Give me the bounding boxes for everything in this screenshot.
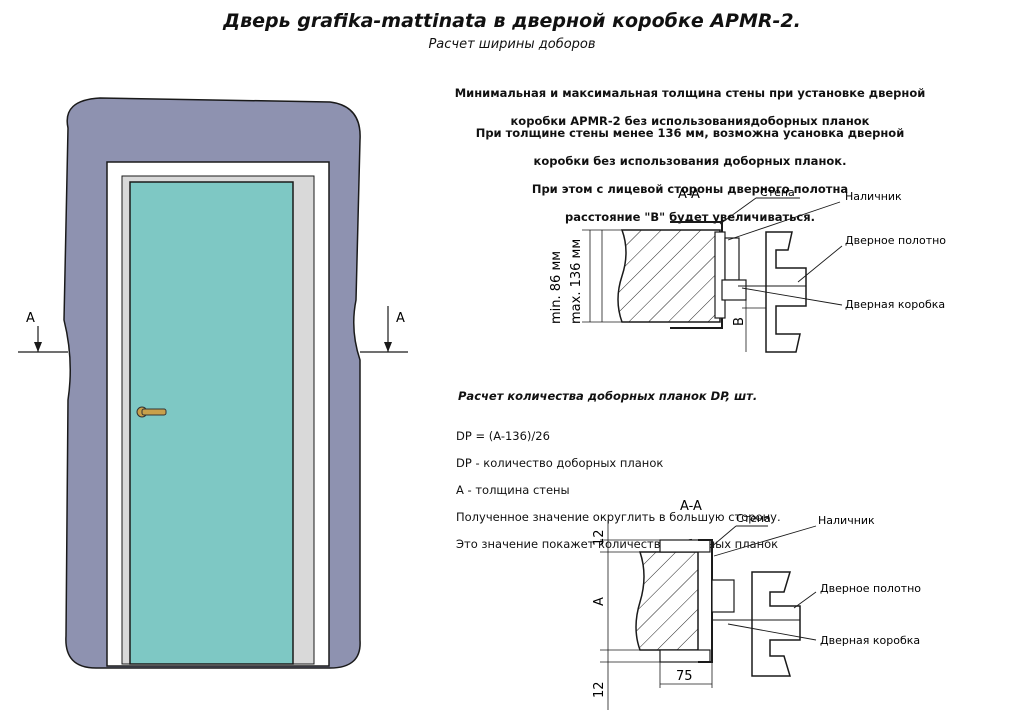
door-leaf-profile [751, 571, 801, 677]
label-trim: Наличник [845, 190, 902, 203]
section-marker-left: A [18, 311, 68, 353]
section-title: A-A [680, 499, 702, 514]
wall-hatched [635, 551, 699, 651]
dimension-12-bottom: 12 [592, 681, 607, 698]
section-marker-right: A [360, 306, 408, 353]
door-leaf [129, 181, 294, 665]
label-door-leaf: Дверное полотно [820, 582, 921, 595]
section-label: A [26, 311, 35, 326]
dimension-75: 75 [676, 669, 693, 684]
calc-title: Расчет количества доборных планок DP, шт… [458, 389, 758, 403]
door-handle-icon [136, 406, 167, 418]
note-line: При этом с лицевой стороны дверного поло… [531, 182, 849, 196]
section-title: A-A [678, 187, 700, 202]
door-leaf-profile [765, 231, 807, 353]
dimension-min: min. 86 мм [549, 251, 564, 324]
dimension-max: max. 136 мм [569, 239, 584, 324]
label-door-frame: Дверная коробка [845, 298, 945, 311]
thin-wall-note: При толщине стены менее 136 мм, возможна… [420, 112, 960, 238]
note-line: При толщине стены менее 136 мм, возможна… [475, 126, 905, 140]
wall-thickness-note: Минимальная и максимальная толщина стены… [420, 72, 960, 142]
label-wall: Стена [760, 186, 795, 199]
section-1-drawing: A-A min. 86 мм max. 136 мм B Стена Налич… [549, 186, 946, 353]
section-label: A [396, 311, 405, 326]
page-title: Дверь grafika-mattinata в дверной коробк… [223, 10, 801, 32]
label-trim: Наличник [818, 514, 875, 527]
formula-line: DP - количество доборных планок [456, 455, 664, 470]
section-2-drawing: A-A 12 A 12 75 Стена Наличник Дверное по… [592, 499, 921, 710]
formula-line: Полученное значение округлить в большую … [456, 509, 781, 524]
label-door-leaf: Дверное полотно [845, 234, 946, 247]
page-subtitle: Расчет ширины доборов [428, 37, 596, 52]
door-front-view: A A [18, 97, 408, 669]
formula-line: A - толщина стены [456, 482, 570, 497]
wall-hatched [617, 229, 721, 323]
note-line: коробки APMR-2 без использованиядоборных… [510, 114, 870, 128]
door-frame-profile [698, 539, 713, 663]
note-line: Минимальная и максимальная толщина стены… [454, 86, 926, 100]
dimension-a: A [592, 597, 607, 606]
label-wall: Стена [736, 512, 771, 525]
formula-line: DP = (A-136)/26 [456, 428, 550, 443]
label-door-frame: Дверная коробка [820, 634, 920, 647]
dimension-b: B [732, 317, 747, 326]
note-line: расстояние "B" будет увеличиваться. [565, 210, 815, 224]
note-line: коробки без использования доборных плано… [533, 154, 847, 168]
dimension-12-top: 12 [592, 529, 607, 546]
